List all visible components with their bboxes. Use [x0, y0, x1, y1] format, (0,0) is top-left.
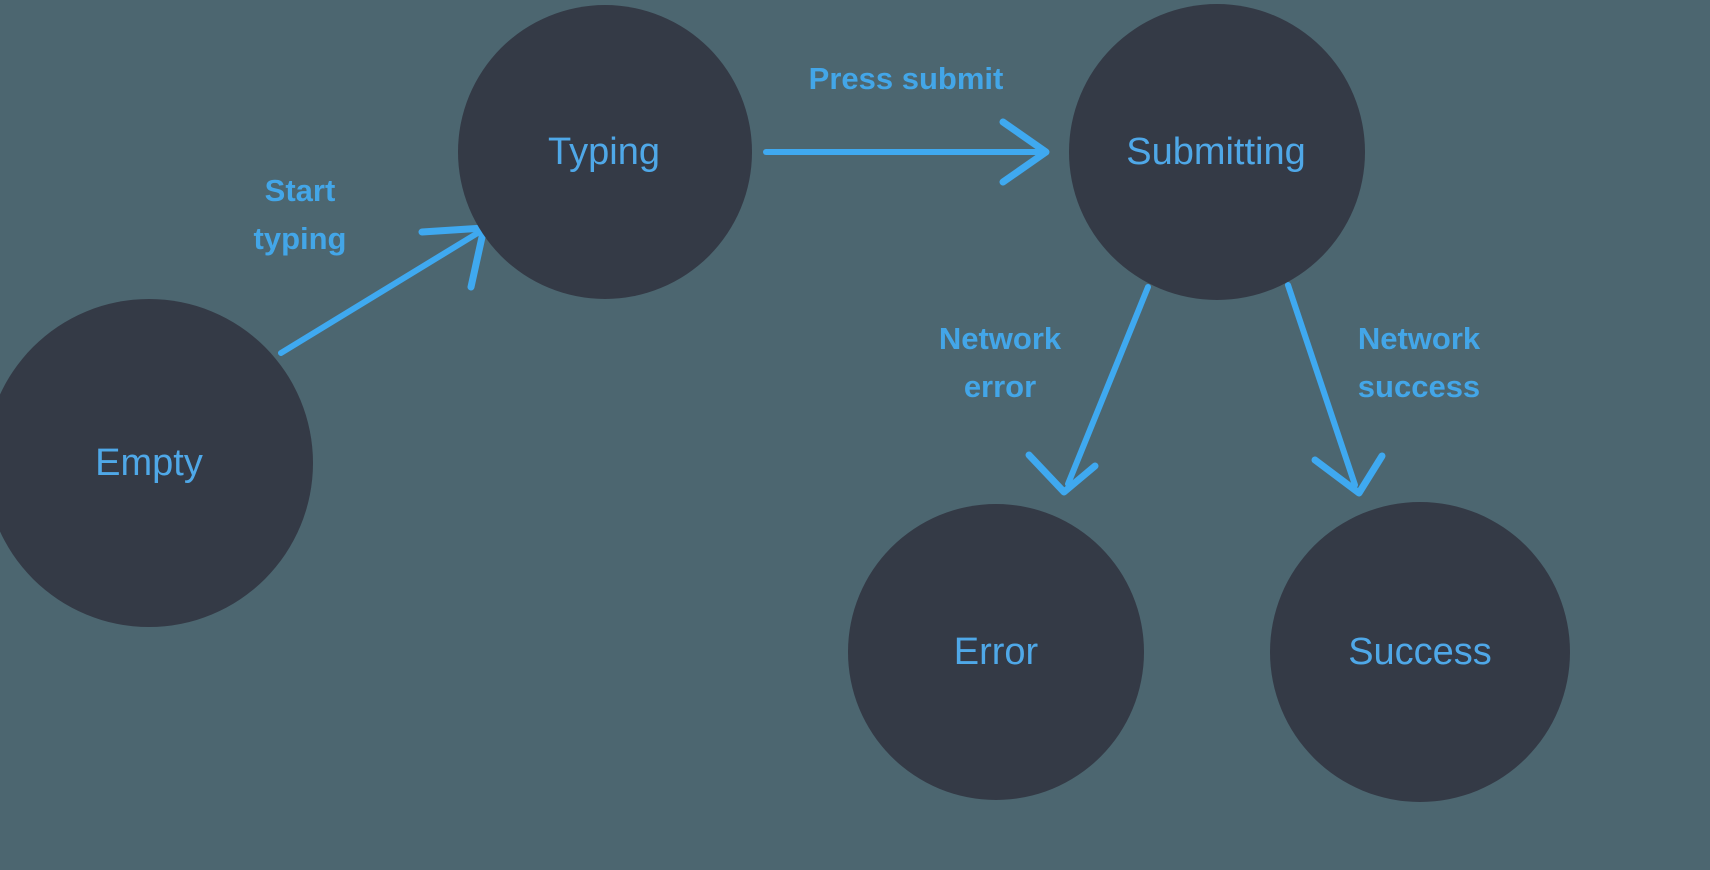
network-error-arrow-line [1065, 284, 1151, 487]
submitting-circle [1069, 4, 1365, 300]
start-typing-label-line-1: Start [265, 173, 336, 208]
press-submit-label: Press submit [809, 61, 1004, 96]
state-node-success[interactable]: Success [1270, 502, 1570, 802]
start-typing-arrow-line [278, 228, 484, 356]
state-node-submitting[interactable]: Submitting [1069, 4, 1365, 300]
empty-label: Empty [95, 442, 203, 484]
network-success-label-line-1: Network [1358, 321, 1481, 356]
empty-circle [0, 299, 313, 627]
transition-press-submit[interactable]: Press submit [763, 61, 1050, 186]
state-node-error[interactable]: Error [848, 504, 1144, 800]
transition-network-success[interactable]: Network success [1285, 282, 1481, 497]
network-error-label-line-2: error [964, 369, 1036, 404]
network-success-arrow-head [1311, 452, 1386, 497]
success-label: Success [1348, 631, 1492, 673]
state-node-typing[interactable]: Typing [458, 5, 752, 299]
network-success-label-line-2: success [1358, 369, 1480, 404]
press-submit-arrow-head [999, 118, 1050, 186]
error-label: Error [954, 631, 1039, 673]
start-typing-label-line-2: typing [254, 221, 347, 256]
state-node-empty[interactable]: Empty [0, 299, 313, 627]
typing-circle [458, 5, 752, 299]
network-success-arrow-line [1285, 282, 1358, 488]
transition-start-typing[interactable]: Start typing [254, 173, 488, 356]
transition-network-error[interactable]: Network error [939, 284, 1151, 496]
typing-label: Typing [548, 131, 660, 173]
submitting-label: Submitting [1126, 131, 1306, 173]
success-circle [1270, 502, 1570, 802]
network-error-arrow-head [1025, 451, 1099, 496]
error-circle [848, 504, 1144, 800]
network-error-label-line-1: Network [939, 321, 1062, 356]
